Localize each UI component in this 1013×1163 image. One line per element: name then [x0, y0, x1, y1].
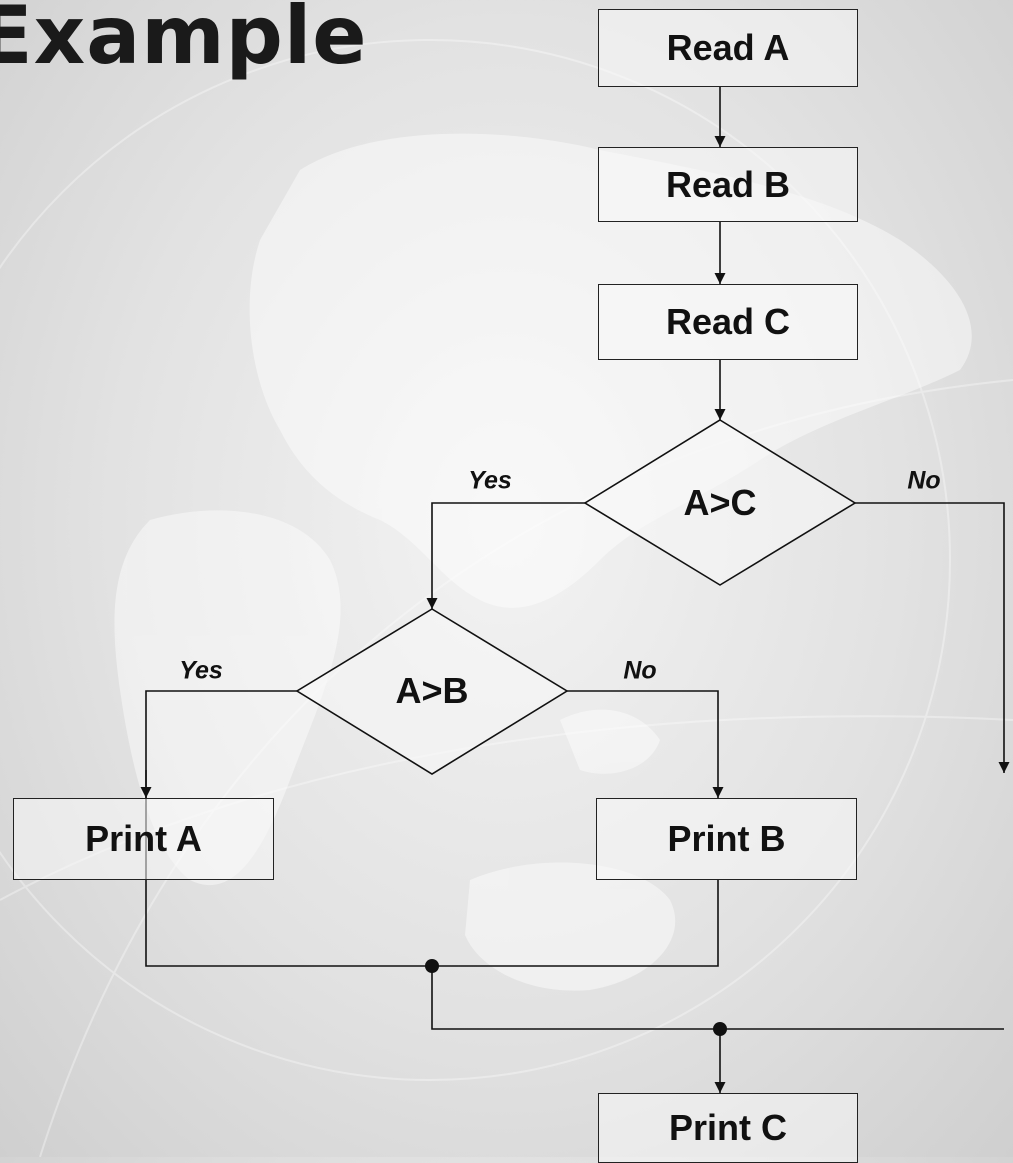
slide-title: Example [0, 0, 368, 82]
connector-a-gt-c-yes [426, 502, 585, 609]
map-australia [465, 862, 676, 991]
map-eurasia [249, 133, 972, 608]
connector-merge-ab-down [431, 966, 1004, 1030]
connector-print-a-down [145, 880, 432, 967]
map-graticule-circle [0, 39, 951, 1081]
connector-a-gt-c-no [855, 502, 1010, 773]
map-islands [560, 709, 660, 774]
decision-a-gt-c-label: A>C [683, 482, 757, 523]
branch-label-a-gt-b-no: No [623, 656, 657, 685]
process-read-c: Read C [598, 284, 858, 360]
decision-a-gt-b-shape [295, 608, 569, 775]
process-read-b: Read B [598, 147, 858, 222]
process-read-a: Read A [598, 9, 858, 87]
decision-a-gt-b-label: A>B [395, 670, 469, 711]
decision-a-gt-c-shape [583, 419, 857, 586]
branch-label-a-gt-b-yes: Yes [179, 656, 223, 685]
map-africa [114, 510, 341, 886]
connector-print-b-down [432, 880, 719, 967]
branch-label-a-gt-c-no: No [907, 466, 941, 495]
process-print-b: Print B [596, 798, 857, 880]
process-print-c: Print C [598, 1093, 858, 1163]
junction-dot-ab [425, 959, 439, 973]
connector-a-gt-b-yes [140, 690, 297, 798]
junction-dot-final [713, 1022, 727, 1036]
process-print-a: Print A [13, 798, 274, 880]
connector-a-gt-b-no [567, 690, 724, 798]
branch-label-a-gt-c-yes: Yes [468, 466, 512, 495]
